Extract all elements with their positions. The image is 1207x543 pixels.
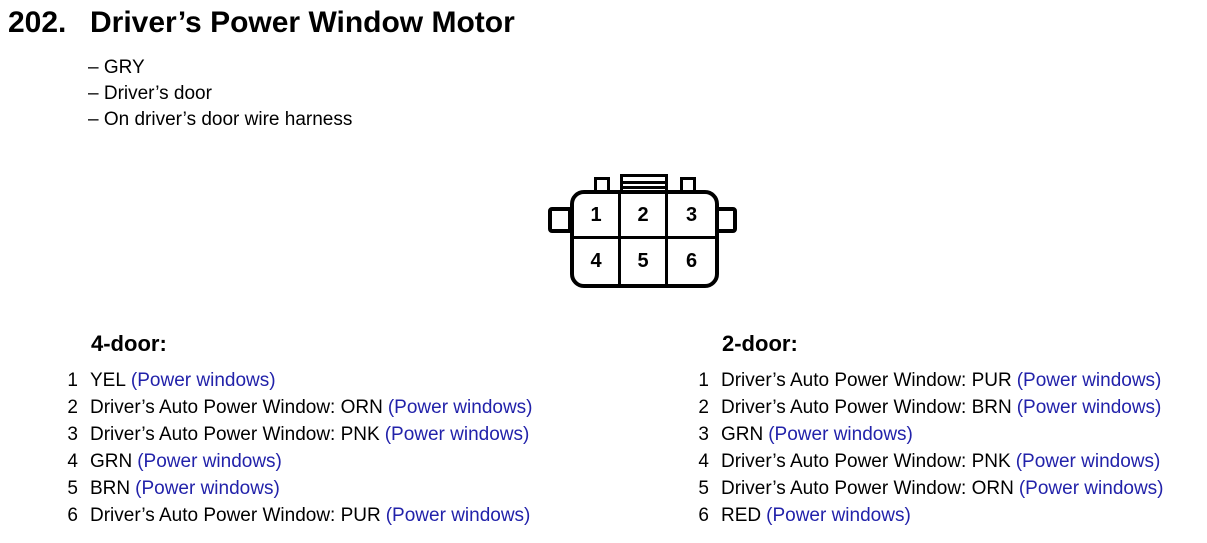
pin-cell-1: 1 <box>574 194 621 239</box>
pin-note: (Power windows) <box>766 505 911 526</box>
pin-row: 2 Driver’s Auto Power Window: ORN (Power… <box>64 394 533 421</box>
pin-row: 3 Driver’s Auto Power Window: PNK (Power… <box>64 421 533 448</box>
pin-label: Driver’s Auto Power Window: PUR <box>721 370 1012 391</box>
pin-note: (Power windows) <box>1018 478 1164 499</box>
pin-note: (Power windows) <box>1015 451 1161 472</box>
pin-label: GRN <box>721 424 764 445</box>
pin-row: 4 GRN (Power windows) <box>64 448 533 475</box>
pinout-heading-2door: 2-door: <box>722 331 798 356</box>
pin-number: 4 <box>698 451 709 472</box>
pin-note: (Power windows) <box>387 397 533 418</box>
pin-row: 6 Driver’s Auto Power Window: PUR (Power… <box>64 502 533 529</box>
pin-number: 4 <box>67 451 78 472</box>
section-title: Driver’s Power Window Motor <box>90 6 515 39</box>
pin-cell-6: 6 <box>685 250 698 272</box>
latch-rib <box>623 186 665 189</box>
pin-row: 4 Driver’s Auto Power Window: PNK (Power… <box>695 448 1164 475</box>
pin-row: 1 Driver’s Auto Power Window: PUR (Power… <box>695 367 1164 394</box>
pin-number: 6 <box>698 505 709 526</box>
pin-number: 5 <box>698 478 709 499</box>
pin-label: Driver’s Auto Power Window: PUR <box>90 505 381 526</box>
connector-body: 1 2 3 4 5 6 <box>570 190 719 288</box>
connector-diagram: 1 2 3 4 5 6 <box>545 170 745 292</box>
pin-note: (Power windows) <box>137 451 282 472</box>
pin-cell-2: 2 <box>621 194 668 239</box>
pin-cell-3: 3 <box>668 194 715 239</box>
pin-number: 6 <box>67 505 78 526</box>
pin-row: 2 Driver’s Auto Power Window: BRN (Power… <box>695 394 1164 421</box>
bullet-item: – GRY <box>88 57 145 78</box>
connector-wing-left <box>548 207 572 233</box>
pinout-4door: 4-door: 1 YEL (Power windows) 2 Driver’s… <box>64 331 533 529</box>
pin-row: 6 RED (Power windows) <box>695 502 1164 529</box>
pin-label: Driver’s Auto Power Window: ORN <box>90 397 383 418</box>
pin-row: 5 Driver’s Auto Power Window: ORN (Power… <box>695 475 1164 502</box>
latch-rib <box>623 181 665 184</box>
bullet-item: – On driver’s door wire harness <box>88 109 353 130</box>
pin-note: (Power windows) <box>135 478 280 499</box>
pin-number: 3 <box>67 424 78 445</box>
pin-number: 3 <box>698 424 709 445</box>
pin-number: 1 <box>67 370 78 391</box>
pin-label: Driver’s Auto Power Window: PNK <box>90 424 380 445</box>
pin-label: GRN <box>90 451 133 472</box>
pin-note: (Power windows) <box>768 424 913 445</box>
pin-number: 2 <box>698 397 709 418</box>
pin-number: 5 <box>67 478 78 499</box>
pin-cell-5: 5 <box>621 239 668 284</box>
pin-row: 1 YEL (Power windows) <box>64 367 533 394</box>
pin-note: (Power windows) <box>384 424 530 445</box>
pinout-heading-4door: 4-door: <box>91 331 167 356</box>
pinout-2door: 2-door: 1 Driver’s Auto Power Window: PU… <box>695 331 1164 529</box>
pin-label: Driver’s Auto Power Window: BRN <box>721 397 1012 418</box>
pin-note: (Power windows) <box>130 370 276 391</box>
bullet-list: – GRY – Driver’s door – On driver’s door… <box>88 55 352 133</box>
pin-row: 5 BRN (Power windows) <box>64 475 533 502</box>
pin-number: 2 <box>67 397 78 418</box>
bullet-item: – Driver’s door <box>88 83 212 104</box>
pin-note: (Power windows) <box>385 505 531 526</box>
pin-note: (Power windows) <box>1016 397 1162 418</box>
pin-row: 3 GRN (Power windows) <box>695 421 1164 448</box>
pin-note: (Power windows) <box>1016 370 1162 391</box>
pin-label: Driver’s Auto Power Window: ORN <box>721 478 1014 499</box>
pin-cell-4: 4 <box>574 239 621 284</box>
section-number: 202. <box>8 6 67 39</box>
pin-label: YEL <box>90 370 126 391</box>
pin-label: BRN <box>90 478 131 499</box>
pin-label: RED <box>721 505 762 526</box>
page-title: 202. Driver’s Power Window Motor <box>8 6 515 40</box>
pin-label: Driver’s Auto Power Window: PNK <box>721 451 1011 472</box>
pin-number: 1 <box>698 370 709 391</box>
